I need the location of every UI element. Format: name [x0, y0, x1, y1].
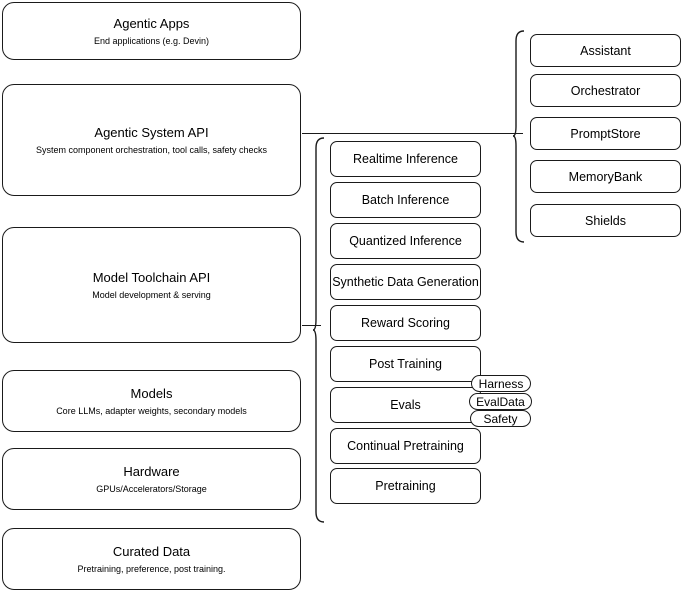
component-post-training[interactable]: Post Training [330, 346, 481, 382]
component-promptstore[interactable]: PromptStore [530, 117, 681, 150]
layer-title: Curated Data [112, 543, 191, 559]
layer-models[interactable]: Models Core LLMs, adapter weights, secon… [2, 370, 301, 432]
component-memorybank[interactable]: MemoryBank [530, 160, 681, 193]
badge-evaldata[interactable]: EvalData [469, 393, 532, 410]
layer-agentic-system-api[interactable]: Agentic System API System component orch… [2, 84, 301, 196]
layer-subtitle: Core LLMs, adapter weights, secondary mo… [56, 405, 247, 416]
layer-curated-data[interactable]: Curated Data Pretraining, preference, po… [2, 528, 301, 590]
layer-title: Models [130, 385, 173, 401]
component-shields[interactable]: Shields [530, 204, 681, 237]
component-evals[interactable]: Evals [330, 387, 481, 423]
component-label: Post Training [369, 357, 442, 371]
layer-subtitle: End applications (e.g. Devin) [93, 35, 210, 46]
layer-agentic-apps[interactable]: Agentic Apps End applications (e.g. Devi… [2, 2, 301, 60]
connector-toolchain-api-to-toolchain-components [302, 325, 321, 326]
component-label: Batch Inference [361, 193, 450, 207]
layer-title: Hardware [123, 463, 180, 479]
badge-harness[interactable]: Harness [471, 375, 531, 392]
component-assistant[interactable]: Assistant [530, 34, 681, 67]
layer-model-toolchain-api[interactable]: Model Toolchain API Model development & … [2, 227, 301, 343]
layer-title: Model Toolchain API [92, 269, 211, 285]
layer-subtitle: GPUs/Accelerators/Storage [96, 483, 207, 494]
component-label: MemoryBank [568, 169, 643, 184]
component-synthetic-data-generation[interactable]: Synthetic Data Generation [330, 264, 481, 300]
layer-title: Agentic Apps [113, 15, 190, 31]
layer-title: Agentic System API [94, 124, 209, 140]
component-pretraining[interactable]: Pretraining [330, 468, 481, 504]
brace-toolchain-components [313, 137, 325, 523]
component-label: Synthetic Data Generation [332, 275, 479, 289]
component-label: Orchestrator [570, 83, 641, 98]
layer-subtitle: Model development & serving [92, 289, 211, 300]
component-continual-pretraining[interactable]: Continual Pretraining [330, 428, 481, 464]
component-batch-inference[interactable]: Batch Inference [330, 182, 481, 218]
component-label: Evals [390, 398, 421, 412]
component-label: Continual Pretraining [347, 439, 464, 453]
component-realtime-inference[interactable]: Realtime Inference [330, 141, 481, 177]
component-quantized-inference[interactable]: Quantized Inference [330, 223, 481, 259]
badge-safety[interactable]: Safety [470, 410, 531, 427]
component-label: Quantized Inference [349, 234, 462, 248]
component-label: Shields [585, 213, 626, 228]
brace-system-components [513, 30, 525, 244]
component-orchestrator[interactable]: Orchestrator [530, 74, 681, 107]
component-label: Realtime Inference [353, 152, 458, 166]
layer-hardware[interactable]: Hardware GPUs/Accelerators/Storage [2, 448, 301, 510]
connector-system-api-to-system-components [302, 133, 523, 134]
layer-subtitle: Pretraining, preference, post training. [77, 563, 226, 574]
component-label: PromptStore [570, 126, 641, 141]
component-label: Assistant [580, 43, 631, 58]
layer-subtitle: System component orchestration, tool cal… [35, 144, 268, 155]
component-label: Reward Scoring [361, 316, 450, 330]
component-label: Pretraining [375, 479, 436, 493]
component-reward-scoring[interactable]: Reward Scoring [330, 305, 481, 341]
